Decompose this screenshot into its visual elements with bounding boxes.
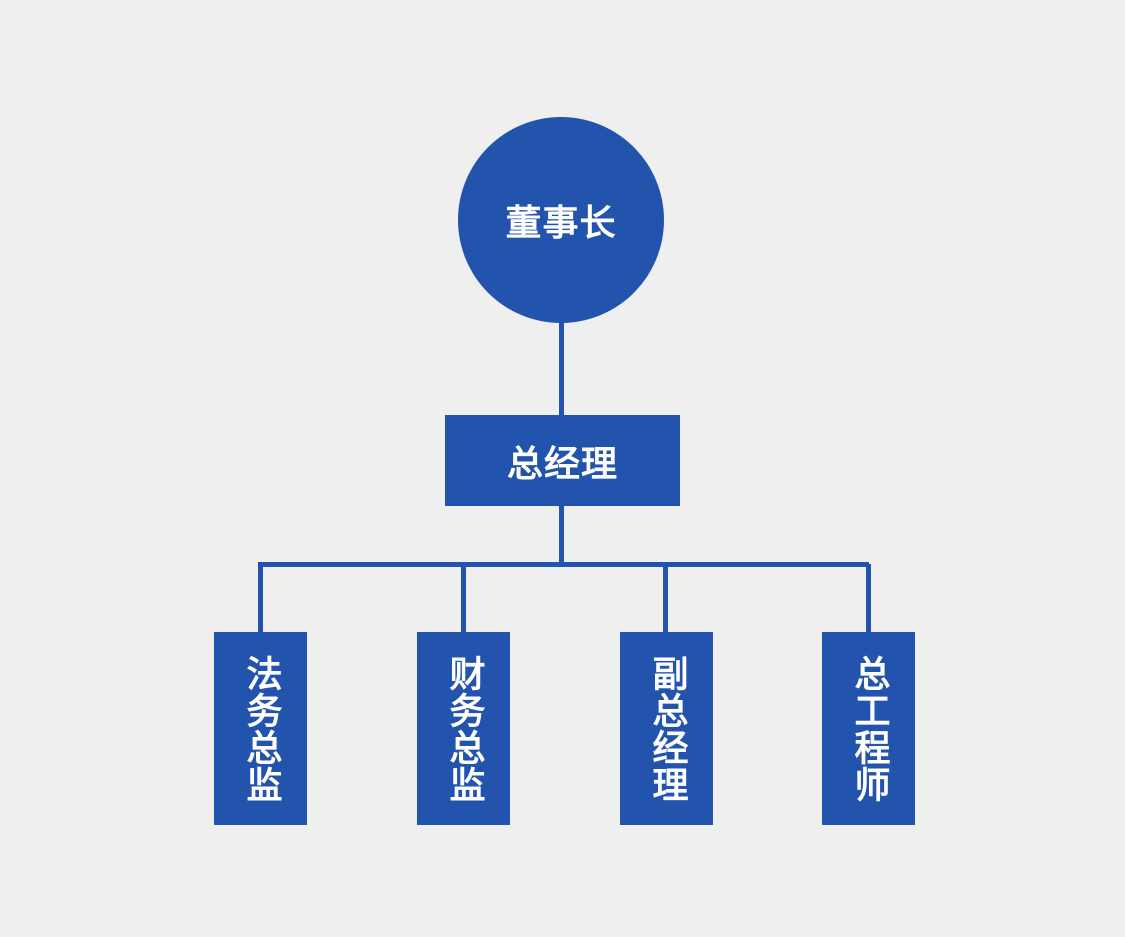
node-chief-engineer: 总工程师 [822,632,915,825]
connector-bus-to-legal-director [258,564,263,633]
connector-bus-to-chief-engineer [866,564,871,633]
connector-bus-to-deputy-gm [663,564,668,633]
node-finance-director-label: 财务总监 [443,654,485,803]
connector-gm-to-bus [559,506,564,564]
connector-bus-to-finance-director [461,564,466,633]
connector-horizontal-bus [258,562,869,567]
node-chief-engineer-label: 总工程师 [848,654,890,803]
node-general-manager: 总经理 [445,415,680,506]
node-general-manager-label: 总经理 [506,443,618,485]
node-finance-director: 财务总监 [417,632,510,825]
node-legal-director: 法务总监 [214,632,307,825]
node-legal-director-label: 法务总监 [240,654,282,803]
node-chairman: 董事长 [458,117,664,323]
node-chairman-label: 董事长 [505,203,617,244]
node-deputy-general-manager-label: 副总经理 [646,654,688,803]
connector-chairman-to-gm [559,320,564,415]
node-deputy-general-manager: 副总经理 [620,632,713,825]
